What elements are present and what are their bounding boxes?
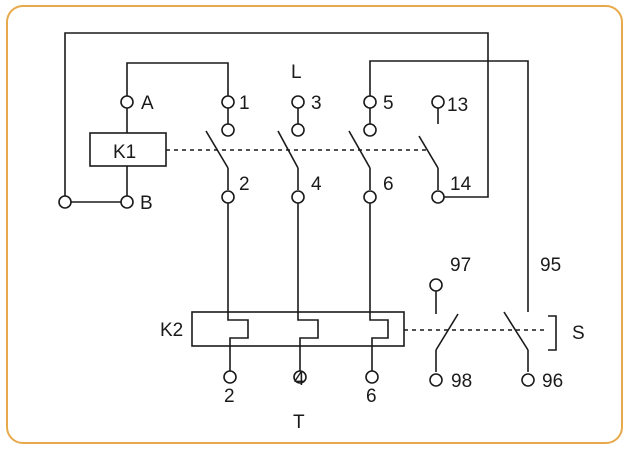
label-terminal-3: 3 — [311, 93, 322, 114]
terminal-13 — [431, 95, 445, 109]
contact-pole1 — [205, 130, 229, 169]
terminal-97 — [429, 278, 443, 292]
terminal-3-lower — [291, 123, 305, 137]
label-terminal-2: 2 — [239, 174, 250, 195]
terminal-5 — [363, 95, 377, 109]
terminal-out-6 — [365, 370, 379, 384]
label-line-group: L — [291, 62, 302, 83]
label-coil-a: A — [141, 93, 154, 114]
terminal-2 — [221, 190, 235, 204]
label-overload-k2: K2 — [160, 320, 183, 341]
s-bracket — [548, 315, 557, 351]
wire-outer-loop — [64, 32, 489, 198]
label-terminal-4: 4 — [311, 174, 322, 195]
thermal-element-1 — [227, 312, 249, 372]
contact-pole3 — [348, 130, 371, 169]
terminal-a — [120, 95, 134, 109]
label-out-2: 2 — [224, 386, 235, 407]
wire-5-to-95 — [369, 60, 529, 312]
diagram-frame — [6, 5, 623, 444]
terminal-4 — [291, 190, 305, 204]
label-terminal-5: 5 — [383, 93, 394, 114]
contact-aux-13-14 — [418, 135, 439, 169]
label-terminal-96: 96 — [542, 371, 563, 392]
label-terminal-14: 14 — [450, 174, 472, 195]
thermal-element-3 — [369, 312, 389, 372]
terminal-14 — [431, 190, 445, 204]
coil-k1 — [89, 132, 167, 167]
contact-pole2 — [277, 130, 299, 169]
label-coil-b: B — [140, 193, 153, 214]
label-coil-k1: K1 — [113, 142, 136, 163]
label-out-6: 6 — [366, 386, 377, 407]
label-terminal-97: 97 — [450, 255, 471, 276]
terminal-98 — [429, 373, 443, 387]
terminal-5-lower — [363, 123, 377, 137]
label-terminal-98: 98 — [451, 371, 472, 392]
terminal-96 — [521, 373, 535, 387]
thermal-element-2 — [297, 312, 319, 372]
terminal-6 — [363, 190, 377, 204]
label-out-4: 4 — [294, 369, 305, 390]
terminal-1-lower — [221, 123, 235, 137]
label-terminal-95: 95 — [540, 255, 561, 276]
contact-95-96 — [503, 311, 529, 351]
label-s: S — [572, 323, 585, 344]
wire-a-to-1 — [126, 62, 229, 100]
label-terminal-1: 1 — [239, 93, 250, 114]
terminal-3 — [291, 95, 305, 109]
label-load-group: T — [293, 412, 305, 433]
terminal-out-4 — [293, 370, 307, 384]
contact-97-98 — [435, 313, 459, 351]
label-terminal-13: 13 — [447, 95, 468, 116]
terminal-loop-left — [58, 195, 72, 209]
terminal-out-2 — [223, 370, 237, 384]
label-terminal-6: 6 — [383, 174, 394, 195]
terminal-1 — [221, 95, 235, 109]
terminal-b — [120, 195, 134, 209]
